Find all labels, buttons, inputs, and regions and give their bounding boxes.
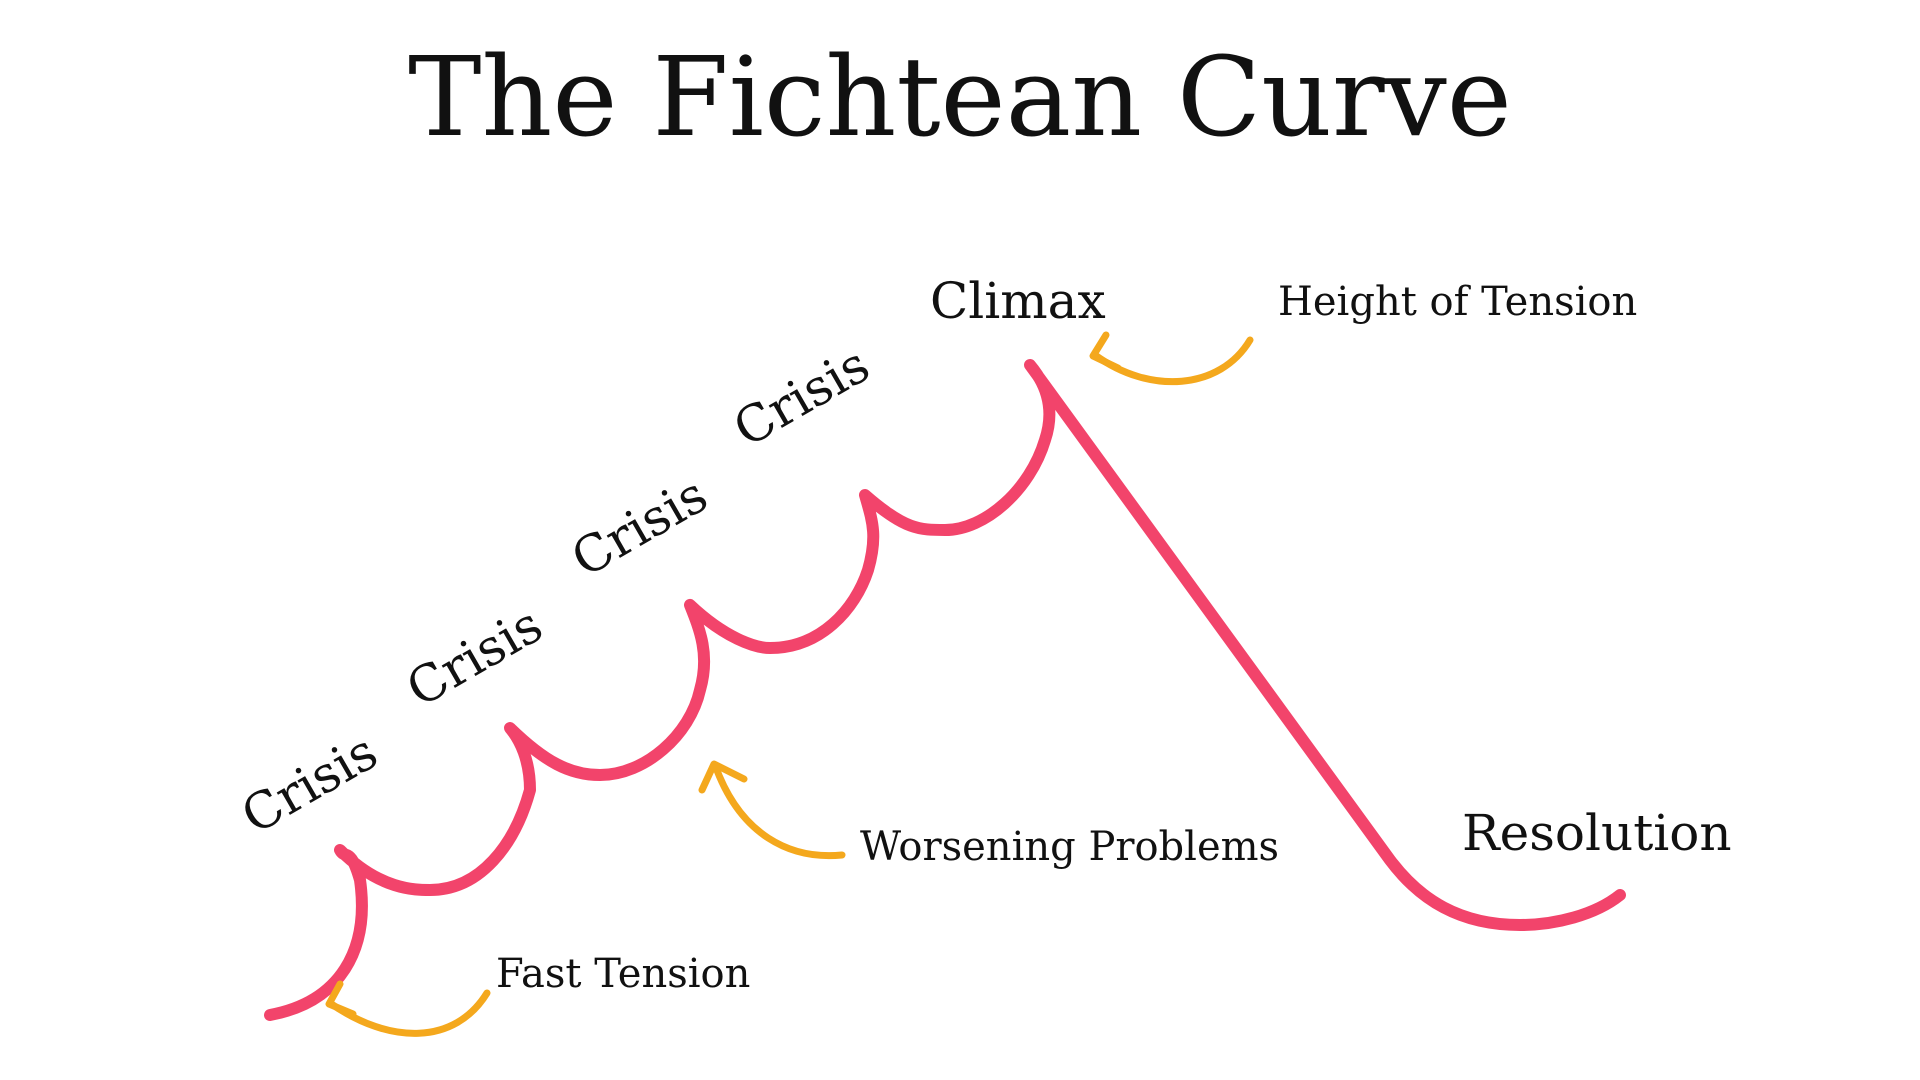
worsening-problems-label: Worsening Problems <box>860 824 1279 870</box>
crisis-label-4: Crisis <box>724 335 879 458</box>
fast-tension-arrowhead <box>325 980 357 1018</box>
fast-tension-label: Fast Tension <box>496 951 750 997</box>
height-of-tension-arrowhead <box>1089 331 1122 372</box>
climax-label: Climax <box>930 272 1106 330</box>
resolution-label: Resolution <box>1462 804 1732 862</box>
worsening-problems-arrow <box>711 761 846 860</box>
crisis-label-2: Crisis <box>397 595 552 718</box>
crisis-label-3: Crisis <box>562 465 717 588</box>
height-of-tension-label: Height of Tension <box>1278 279 1637 325</box>
crisis-curve-main <box>264 359 1626 1021</box>
curved-arrow-icon <box>325 331 1254 1037</box>
worsening-problems-arrowhead <box>698 760 748 794</box>
crisis-label-1: Crisis <box>232 722 387 845</box>
diagram-title: The Fichtean Curve <box>408 33 1512 161</box>
height-of-tension-arrow <box>1091 336 1254 386</box>
